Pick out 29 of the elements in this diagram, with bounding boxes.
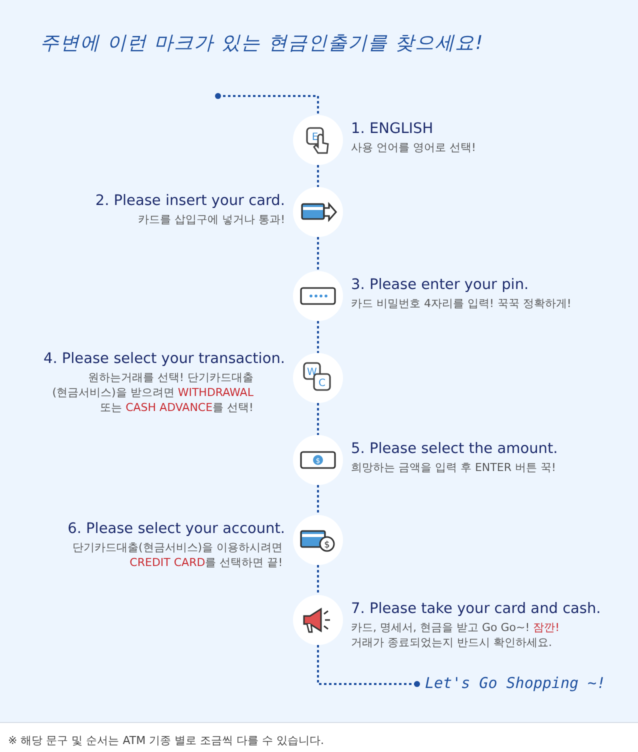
key-letter: W bbox=[307, 367, 317, 378]
dotted-connector bbox=[317, 321, 319, 353]
step-heading: 3. Please enter your pin. bbox=[351, 277, 530, 293]
step-description: 사용 언어를 영어로 선택! bbox=[351, 140, 476, 155]
dotted-connector bbox=[317, 485, 319, 515]
step-description: 카드 비밀번호 4자리를 입력! 꾹꾹 정확하게! bbox=[351, 296, 572, 311]
step-description: 카드를 삽입구에 넣거나 통과! bbox=[137, 212, 285, 227]
step-description: 원하는거래를 선택! 단기카드대출(현금서비스)을 받으려면 WITHDRAWAL 또는 CASH ADVANCE를 선택! bbox=[51, 370, 254, 415]
closing-text: Let's Go Shopping ~! bbox=[425, 674, 606, 692]
dotted-connector bbox=[317, 565, 319, 595]
step-description: 카드, 명세서, 현금을 받고 Go Go~! 잠깐! 거래가 종료되었는지 반드시 확인하세요. bbox=[351, 620, 561, 650]
key-letter: E bbox=[312, 132, 318, 143]
dollar-sign: $ bbox=[324, 540, 330, 550]
step-description: 단기카드대출(현금서비스)을 이용하시려면 CREDIT CARD를 선택하면 끝! bbox=[72, 540, 283, 570]
footnote: ※ 해당 문구 및 순서는 ATM 기종 별로 조금씩 다를 수 있습니다. bbox=[8, 733, 324, 748]
dotted-connector bbox=[317, 165, 319, 187]
dotted-connector bbox=[317, 237, 319, 271]
step-heading: 6. Please select your account. bbox=[68, 521, 285, 537]
step-heading: 5. Please select the amount. bbox=[351, 441, 558, 457]
step-heading: 2. Please insert your card. bbox=[95, 193, 285, 209]
step-heading: 7. Please take your card and cash. bbox=[351, 601, 601, 617]
key-letter: C bbox=[318, 378, 326, 389]
dotted-connector bbox=[215, 93, 319, 115]
step-description: 희망하는 금액을 입력 후 ENTER 버튼 꾹! bbox=[351, 460, 557, 475]
heading: 주변에 이런 마크가 있는 현금인출기를 찾으세요! bbox=[40, 31, 484, 56]
step-heading: 1. ENGLISH bbox=[351, 121, 434, 137]
dotted-connector bbox=[317, 403, 319, 435]
step-heading: 4. Please select your transaction. bbox=[43, 351, 285, 367]
dotted-connector bbox=[317, 645, 420, 687]
